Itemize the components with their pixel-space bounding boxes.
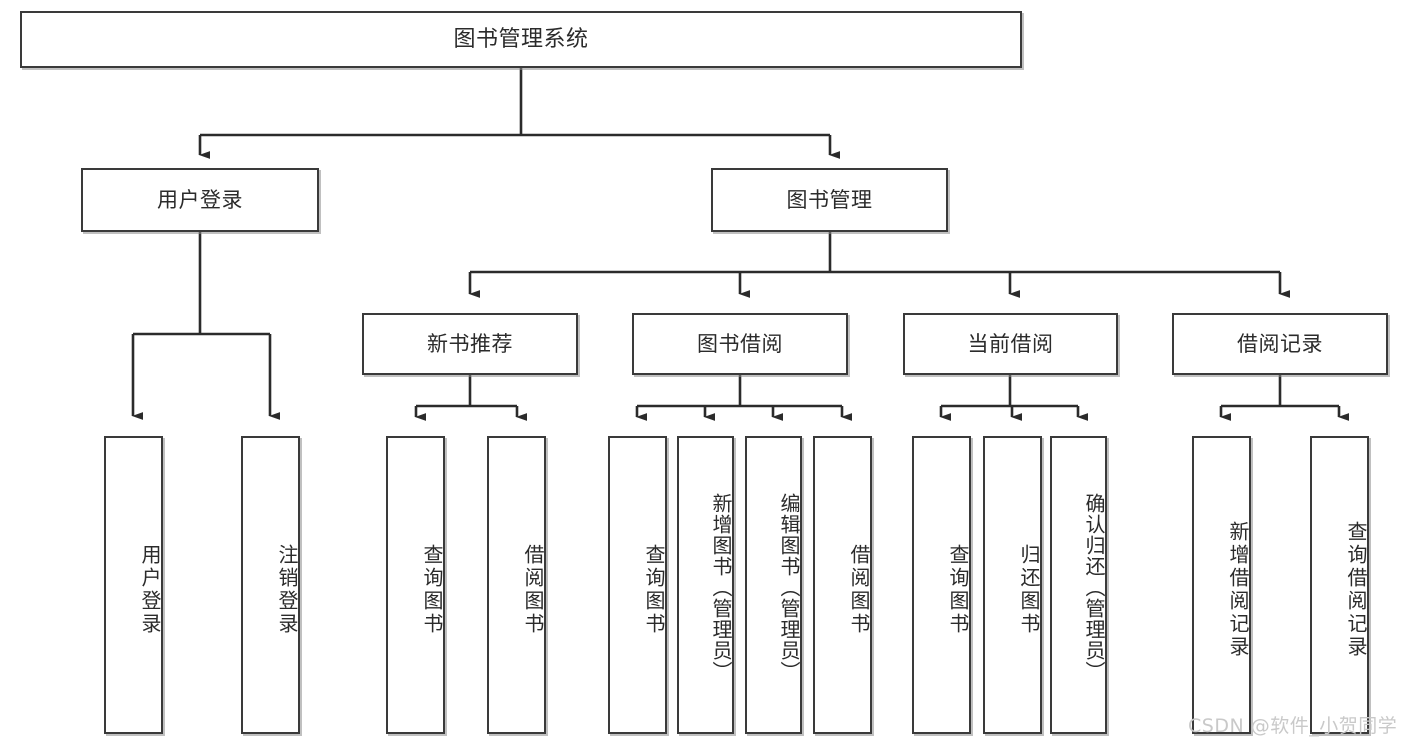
node-leaf-query-book-recommend-label: 查询图书 — [420, 544, 444, 636]
node-current-borrow-label: 当前借阅 — [967, 331, 1054, 356]
csdn-watermark: CSDN @软件_小贺同学 — [1188, 715, 1398, 737]
node-leaf-edit-book-admin-label: 编辑图书（管理员） — [777, 492, 801, 682]
node-leaf-borrow-book-label: 借阅图书 — [847, 544, 871, 636]
node-leaf-query-book-current-label: 查询图书 — [946, 544, 970, 636]
node-leaf-borrow-book[interactable]: 借阅图书 — [813, 436, 872, 734]
node-leaf-query-borrow-record-label: 查询借阅记录 — [1344, 521, 1368, 659]
node-new-book-recommend-label: 新书推荐 — [427, 331, 513, 356]
node-root-system[interactable]: 图书管理系统 — [20, 11, 1022, 68]
node-leaf-query-borrow-record[interactable]: 查询借阅记录 — [1310, 436, 1369, 734]
node-leaf-add-book-admin-label: 新增图书（管理员） — [709, 492, 733, 682]
node-leaf-return-book[interactable]: 归还图书 — [983, 436, 1042, 734]
node-leaf-user-login[interactable]: 用户登录 — [104, 436, 163, 734]
node-new-book-recommend[interactable]: 新书推荐 — [362, 313, 578, 375]
node-user-login[interactable]: 用户登录 — [81, 168, 319, 232]
node-borrow-record[interactable]: 借阅记录 — [1172, 313, 1388, 375]
node-book-manage[interactable]: 图书管理 — [711, 168, 948, 232]
node-leaf-query-book-current[interactable]: 查询图书 — [912, 436, 971, 734]
node-book-borrow-label: 图书借阅 — [697, 331, 783, 356]
node-leaf-confirm-return-admin-label: 确认归还（管理员） — [1082, 492, 1106, 682]
node-leaf-add-borrow-record-label: 新增借阅记录 — [1226, 521, 1250, 659]
node-leaf-borrow-book-recommend-label: 借阅图书 — [521, 544, 545, 636]
node-leaf-logout-label: 注销登录 — [275, 544, 299, 636]
node-leaf-confirm-return-admin[interactable]: 确认归还（管理员） — [1050, 436, 1107, 734]
node-leaf-user-login-label: 用户登录 — [138, 544, 162, 636]
node-leaf-return-book-label: 归还图书 — [1017, 544, 1041, 636]
node-root-label: 图书管理系统 — [453, 26, 589, 52]
node-leaf-query-book-recommend[interactable]: 查询图书 — [386, 436, 445, 734]
node-borrow-record-label: 借阅记录 — [1237, 331, 1323, 356]
node-leaf-borrow-book-recommend[interactable]: 借阅图书 — [487, 436, 546, 734]
node-current-borrow[interactable]: 当前借阅 — [903, 313, 1118, 375]
node-leaf-query-book-borrow-label: 查询图书 — [642, 544, 666, 636]
node-leaf-logout[interactable]: 注销登录 — [241, 436, 300, 734]
node-book-borrow[interactable]: 图书借阅 — [632, 313, 848, 375]
node-leaf-add-book-admin[interactable]: 新增图书（管理员） — [677, 436, 734, 734]
node-leaf-add-borrow-record[interactable]: 新增借阅记录 — [1192, 436, 1251, 734]
node-book-manage-label: 图书管理 — [786, 187, 873, 212]
node-user-login-label: 用户登录 — [157, 187, 243, 212]
node-leaf-edit-book-admin[interactable]: 编辑图书（管理员） — [745, 436, 802, 734]
node-leaf-query-book-borrow[interactable]: 查询图书 — [608, 436, 667, 734]
